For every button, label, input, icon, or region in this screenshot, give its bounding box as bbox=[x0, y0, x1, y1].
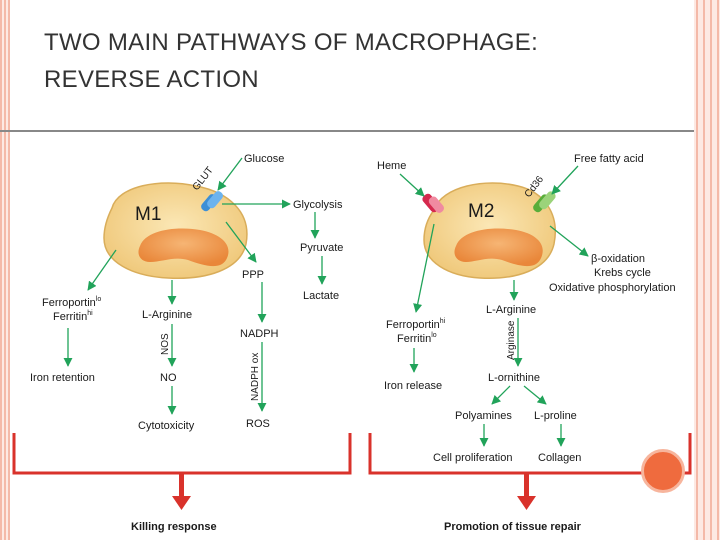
m2-nucleus bbox=[454, 228, 543, 267]
m1-ros-label: ROS bbox=[246, 418, 270, 430]
ffa-to-cd36-arrow bbox=[551, 165, 579, 195]
m2-heme-label: Heme bbox=[377, 160, 406, 172]
m1-outcome-bracket bbox=[12, 433, 352, 510]
m2-ferritin-label: Ferritin bbox=[397, 333, 431, 345]
m1-iron-retention-label: Iron retention bbox=[30, 372, 95, 384]
m1-nadph-label: NADPH bbox=[240, 328, 279, 340]
right-decorative-border bbox=[694, 0, 720, 540]
m2-arginase-label: Arginase bbox=[506, 320, 517, 360]
m2-cell-label: M2 bbox=[468, 201, 494, 222]
m1-nos-label: NOS bbox=[160, 333, 171, 355]
to-beta-oxidation-arrow bbox=[549, 225, 589, 257]
m2-panel: M2 Cd36 Heme Free fatty acid β-oxidation… bbox=[368, 153, 692, 533]
m1-ferritin-line: Ferritinhi bbox=[53, 310, 93, 323]
slide-title: TWO MAIN PATHWAYS OF MACROPHAGE: REVERSE… bbox=[44, 24, 664, 98]
m1-lactate-label: Lactate bbox=[303, 290, 339, 302]
m1-nucleus bbox=[138, 228, 229, 267]
macrophage-pathways-diagram: M1 GLUT Glucose Glycolysis Pyruvate Lact… bbox=[12, 153, 692, 533]
m1-no-label: NO bbox=[160, 372, 177, 384]
m2-iron-release-label: Iron release bbox=[384, 380, 442, 392]
m1-l-arginine-label: L-Arginine bbox=[142, 309, 192, 321]
m1-outcome-label: Killing response bbox=[131, 521, 217, 533]
m2-oxidative-phosphorylation-label: Oxidative phosphorylation bbox=[549, 282, 676, 294]
slide-title-line-1: TWO MAIN PATHWAYS OF MACROPHAGE: bbox=[44, 29, 539, 56]
m2-ferroportin-sup: hi bbox=[440, 318, 446, 325]
left-decorative-border bbox=[0, 0, 10, 540]
heme-to-receptor-arrow bbox=[399, 173, 425, 197]
m1-panel: M1 GLUT Glucose Glycolysis Pyruvate Lact… bbox=[12, 153, 352, 533]
m1-cytotoxicity-label: Cytotoxicity bbox=[138, 420, 195, 432]
m1-glycolysis-label: Glycolysis bbox=[293, 199, 343, 211]
m1-cell-label: M1 bbox=[135, 204, 161, 225]
cell-to-ferroportin-arrow bbox=[87, 249, 117, 291]
glucose-to-glut-arrow bbox=[217, 157, 243, 191]
m2-ferritin-line: Ferritinlo bbox=[397, 332, 437, 345]
m1-ppp-label: PPP bbox=[242, 269, 264, 281]
to-ppp-arrow bbox=[225, 221, 257, 263]
ornithine-to-polyamines-arrow bbox=[491, 385, 511, 405]
m2-ferroportin-line: Ferroportinhi bbox=[386, 318, 446, 331]
m1-glut-transporter bbox=[201, 191, 223, 212]
m1-glucose-label: Glucose bbox=[244, 153, 284, 165]
m1-ferroportin-sup: lo bbox=[96, 296, 102, 303]
m2-polyamines-label: Polyamines bbox=[455, 410, 512, 422]
m2-free-fatty-acid-label: Free fatty acid bbox=[574, 153, 644, 165]
m2-cd36-receptor bbox=[533, 191, 556, 213]
m2-heme-receptor bbox=[422, 193, 444, 213]
decorative-orange-circle bbox=[641, 449, 685, 493]
m2-krebs-cycle-label: Krebs cycle bbox=[594, 267, 651, 279]
m2-beta-oxidation-label: β-oxidation bbox=[591, 253, 645, 265]
m2-collagen-label: Collagen bbox=[538, 452, 581, 464]
figure-top-border bbox=[0, 130, 694, 132]
m2-ferroportin-label: Ferroportin bbox=[386, 319, 440, 331]
m1-nadph-ox-label: NADPH ox bbox=[250, 353, 261, 401]
m1-pyruvate-label: Pyruvate bbox=[300, 242, 343, 254]
slide-title-line-2: REVERSE ACTION bbox=[44, 66, 259, 93]
ornithine-to-l-proline-arrow bbox=[523, 385, 547, 405]
m2-l-arginine-label: L-Arginine bbox=[486, 304, 536, 316]
m2-l-ornithine-label: L-ornithine bbox=[488, 372, 540, 384]
m1-ferroportin-line: Ferroportinlo bbox=[42, 296, 101, 309]
m2-outcome-label: Promotion of tissue repair bbox=[444, 521, 582, 533]
m2-cell-proliferation-label: Cell proliferation bbox=[433, 452, 512, 464]
m1-ferroportin-label: Ferroportin bbox=[42, 297, 96, 309]
m2-l-proline-label: L-proline bbox=[534, 410, 577, 422]
m2-outcome-bracket bbox=[368, 433, 692, 510]
cell-to-m2-ferroportin-arrow bbox=[413, 223, 435, 313]
m1-ferritin-label: Ferritin bbox=[53, 311, 87, 323]
m2-ferritin-sup: lo bbox=[431, 332, 437, 339]
m1-ferritin-sup: hi bbox=[87, 310, 93, 317]
